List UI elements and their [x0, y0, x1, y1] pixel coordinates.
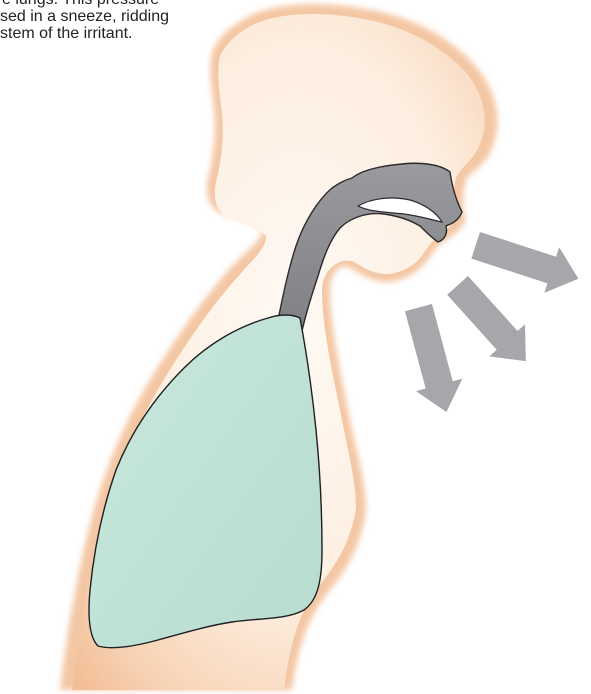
sneeze-arrow-icon [468, 222, 586, 301]
lung [89, 315, 322, 648]
sneeze-arrow-icon [440, 269, 544, 377]
sneeze-arrow-icon [395, 301, 469, 418]
